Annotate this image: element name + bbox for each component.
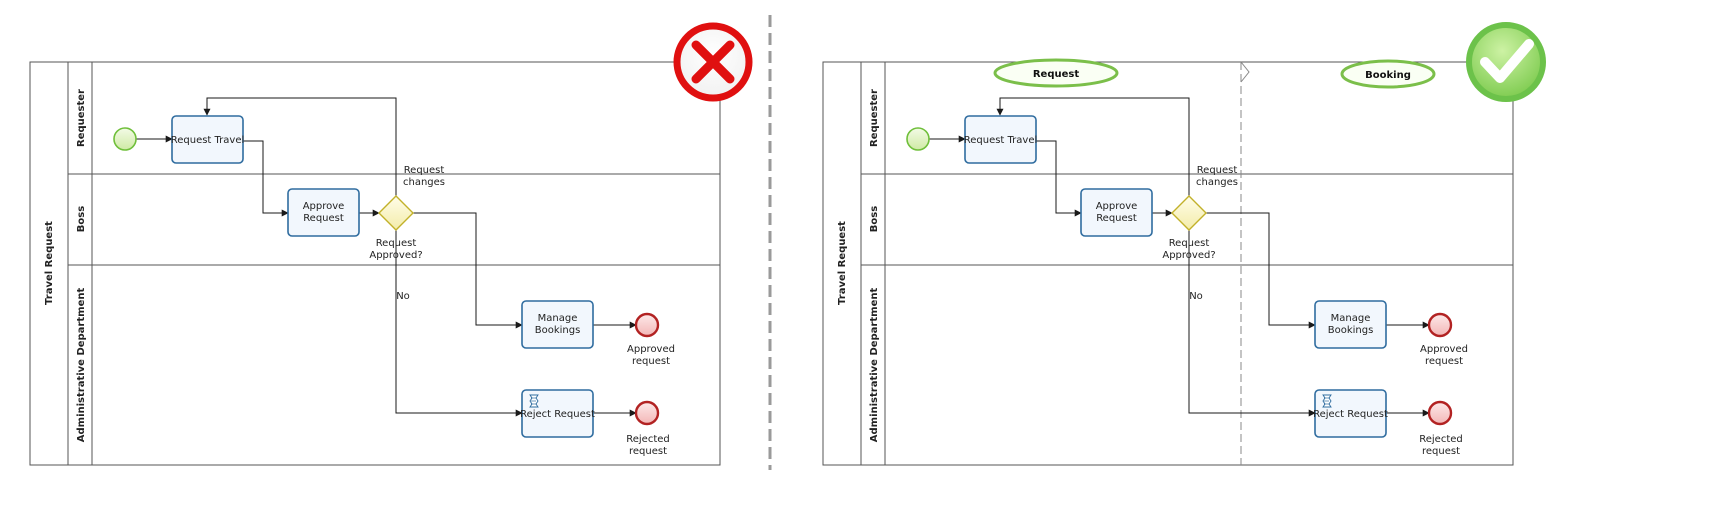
label-no: No <box>1189 291 1203 302</box>
label-rejected-request: Rejected <box>1419 434 1463 445</box>
label-no: No <box>396 291 410 302</box>
svg-text:Request: Request <box>1033 69 1079 80</box>
label-request-changes: Request <box>1197 165 1238 176</box>
task-request-travel[interactable]: Request Travel <box>964 115 1038 164</box>
end-event-rejected[interactable] <box>634 400 660 426</box>
label-approved-request: Approved <box>627 344 675 355</box>
svg-text:request: request <box>1425 356 1463 367</box>
green-check-icon <box>1466 22 1546 102</box>
task-manage-bookings[interactable]: Manage Bookings <box>1314 300 1387 349</box>
flow-request-to-approve <box>1036 140 1082 217</box>
lane-requester: Requester <box>76 89 87 147</box>
flow-gateway-to-request <box>203 97 397 196</box>
flow-request-to-approve <box>243 140 289 217</box>
lane-administrative-department: Administrative Department <box>76 288 87 443</box>
label-request-changes: Request <box>404 165 445 176</box>
left-diagram: Travel Request Requester Boss Administra… <box>29 22 753 466</box>
flow-gateway-to-reject <box>1188 230 1316 417</box>
svg-text:Approved?: Approved? <box>1162 250 1215 261</box>
task-approve-request[interactable]: Approve Request <box>287 188 360 237</box>
svg-text:Approve: Approve <box>1096 201 1138 212</box>
flow-gateway-to-bookings <box>1206 212 1316 329</box>
svg-text:Request: Request <box>1096 213 1137 224</box>
label-approved-request: Approved <box>1420 344 1468 355</box>
lane-requester: Requester <box>869 89 880 147</box>
label-gateway: Request <box>1169 238 1210 249</box>
flow-gateway-to-reject <box>395 230 523 417</box>
end-event-rejected[interactable] <box>1427 400 1453 426</box>
svg-text:request: request <box>632 356 670 367</box>
label-gateway: Request <box>376 238 417 249</box>
phase-booking[interactable]: Booking <box>1340 59 1436 89</box>
task-manage-bookings[interactable]: Manage Bookings <box>521 300 594 349</box>
svg-text:Bookings: Bookings <box>1328 325 1374 336</box>
script-task-icon <box>529 394 539 408</box>
svg-text:Request Travel: Request Travel <box>171 135 245 146</box>
lane-boss: Boss <box>869 206 880 232</box>
red-cross-icon <box>673 22 753 102</box>
svg-text:Manage: Manage <box>1331 313 1371 324</box>
start-event[interactable] <box>113 127 137 151</box>
phase-request[interactable]: Request <box>993 58 1119 88</box>
svg-text:Reject Request: Reject Request <box>1313 409 1388 420</box>
script-task-icon <box>1322 394 1332 408</box>
task-request-travel[interactable]: Request Travel <box>171 115 245 164</box>
task-reject-request[interactable]: Reject Request <box>520 389 595 438</box>
svg-text:changes: changes <box>403 177 445 188</box>
svg-text:Approve: Approve <box>303 201 345 212</box>
svg-text:Approved?: Approved? <box>369 250 422 261</box>
svg-text:request: request <box>629 446 667 457</box>
exclusive-gateway[interactable] <box>378 195 414 231</box>
exclusive-gateway[interactable] <box>1171 195 1207 231</box>
start-event[interactable] <box>906 127 930 151</box>
pool-label: Travel Request <box>837 221 848 305</box>
svg-text:changes: changes <box>1196 177 1238 188</box>
lane-boss: Boss <box>76 206 87 232</box>
phase-chevron <box>1240 61 1250 83</box>
svg-text:Request: Request <box>303 213 344 224</box>
end-event-approved[interactable] <box>634 312 660 338</box>
flow-gateway-to-bookings <box>413 212 523 329</box>
svg-text:Request Travel: Request Travel <box>964 135 1038 146</box>
svg-text:Bookings: Bookings <box>535 325 581 336</box>
label-rejected-request: Rejected <box>626 434 670 445</box>
flow-gateway-to-request <box>996 97 1190 196</box>
pool-label: Travel Request <box>44 221 55 305</box>
end-event-approved[interactable] <box>1427 312 1453 338</box>
svg-text:Booking: Booking <box>1365 70 1411 81</box>
svg-text:request: request <box>1422 446 1460 457</box>
lane-administrative-department: Administrative Department <box>869 288 880 443</box>
right-diagram: Travel Request Requester Boss Administra… <box>822 22 1546 466</box>
task-reject-request[interactable]: Reject Request <box>1313 389 1388 438</box>
svg-text:Manage: Manage <box>538 313 578 324</box>
svg-text:Reject Request: Reject Request <box>520 409 595 420</box>
task-approve-request[interactable]: Approve Request <box>1080 188 1153 237</box>
